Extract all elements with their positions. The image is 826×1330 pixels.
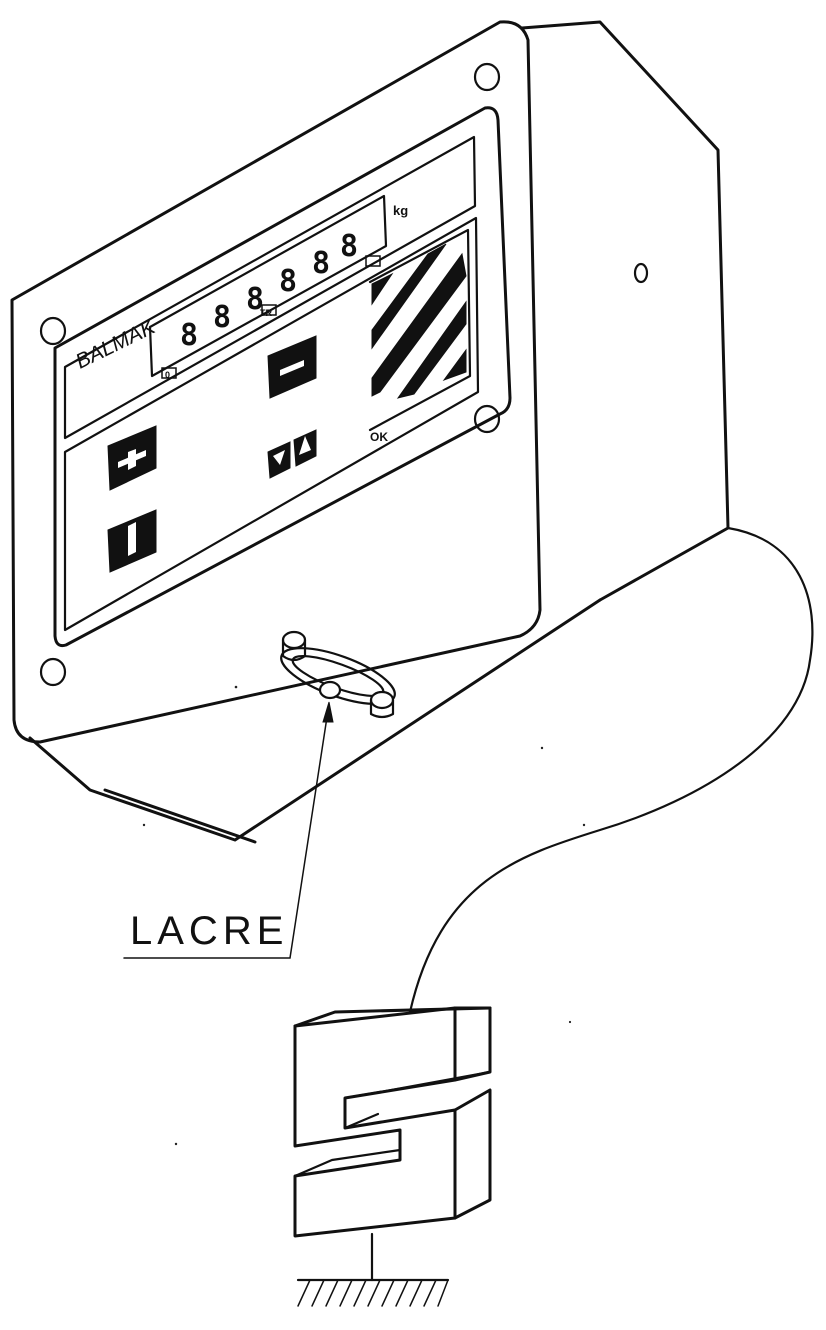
display-digit-6: 8 (340, 229, 358, 264)
ok-label: OK (370, 430, 388, 444)
stable-led (365, 255, 381, 267)
keypad-section (63, 216, 480, 632)
display-window (148, 194, 388, 378)
down-arrow-button[interactable] (267, 441, 291, 479)
set-icon (280, 360, 304, 376)
up-arrow-icon (299, 436, 311, 455)
load-cell-front-face (293, 1006, 457, 1238)
cable (408, 526, 814, 1014)
display-section (63, 135, 477, 440)
s-type-load-cell (293, 1006, 492, 1307)
down-arrow-icon (273, 450, 285, 465)
screw-hole-top-right (473, 62, 501, 92)
set-button[interactable] (267, 335, 317, 399)
tare-button[interactable] (107, 425, 157, 491)
hatched-printer-area (368, 228, 472, 432)
zero-icon (128, 522, 136, 556)
display-digit-3: 8 (246, 282, 264, 317)
tare-led (261, 304, 277, 316)
up-arrow-button[interactable] (293, 429, 317, 467)
display-digit-2: 8 (213, 300, 231, 335)
scan-speckles (142, 685, 586, 1146)
front-panel: 8 8 8 8 8 8 kg TR 0 BALMAK OK (53, 106, 512, 648)
screw-hole-top-left (39, 316, 67, 346)
screw-hole-bottom-left (39, 657, 67, 687)
seal-callout (123, 701, 334, 959)
display-digit-5: 8 (312, 246, 330, 281)
unit-label: kg (393, 203, 408, 218)
ground-hatch (297, 1279, 449, 1307)
seal-mechanism (280, 630, 396, 719)
display-digit-4: 8 (279, 264, 297, 299)
brand-label: BALMAK (72, 315, 160, 373)
display-digit-1: 8 (180, 318, 198, 353)
seal-label: LACRE (130, 909, 288, 953)
zero-led (161, 367, 177, 379)
zero-led-label: 0 (165, 370, 170, 380)
tare-led-label: TR (260, 308, 272, 318)
seal-plug (318, 680, 342, 700)
screw-hole-bottom-right (473, 404, 501, 434)
zero-button[interactable] (107, 509, 157, 573)
indicator-housing (10, 20, 730, 844)
side-screw-hole (633, 262, 649, 284)
